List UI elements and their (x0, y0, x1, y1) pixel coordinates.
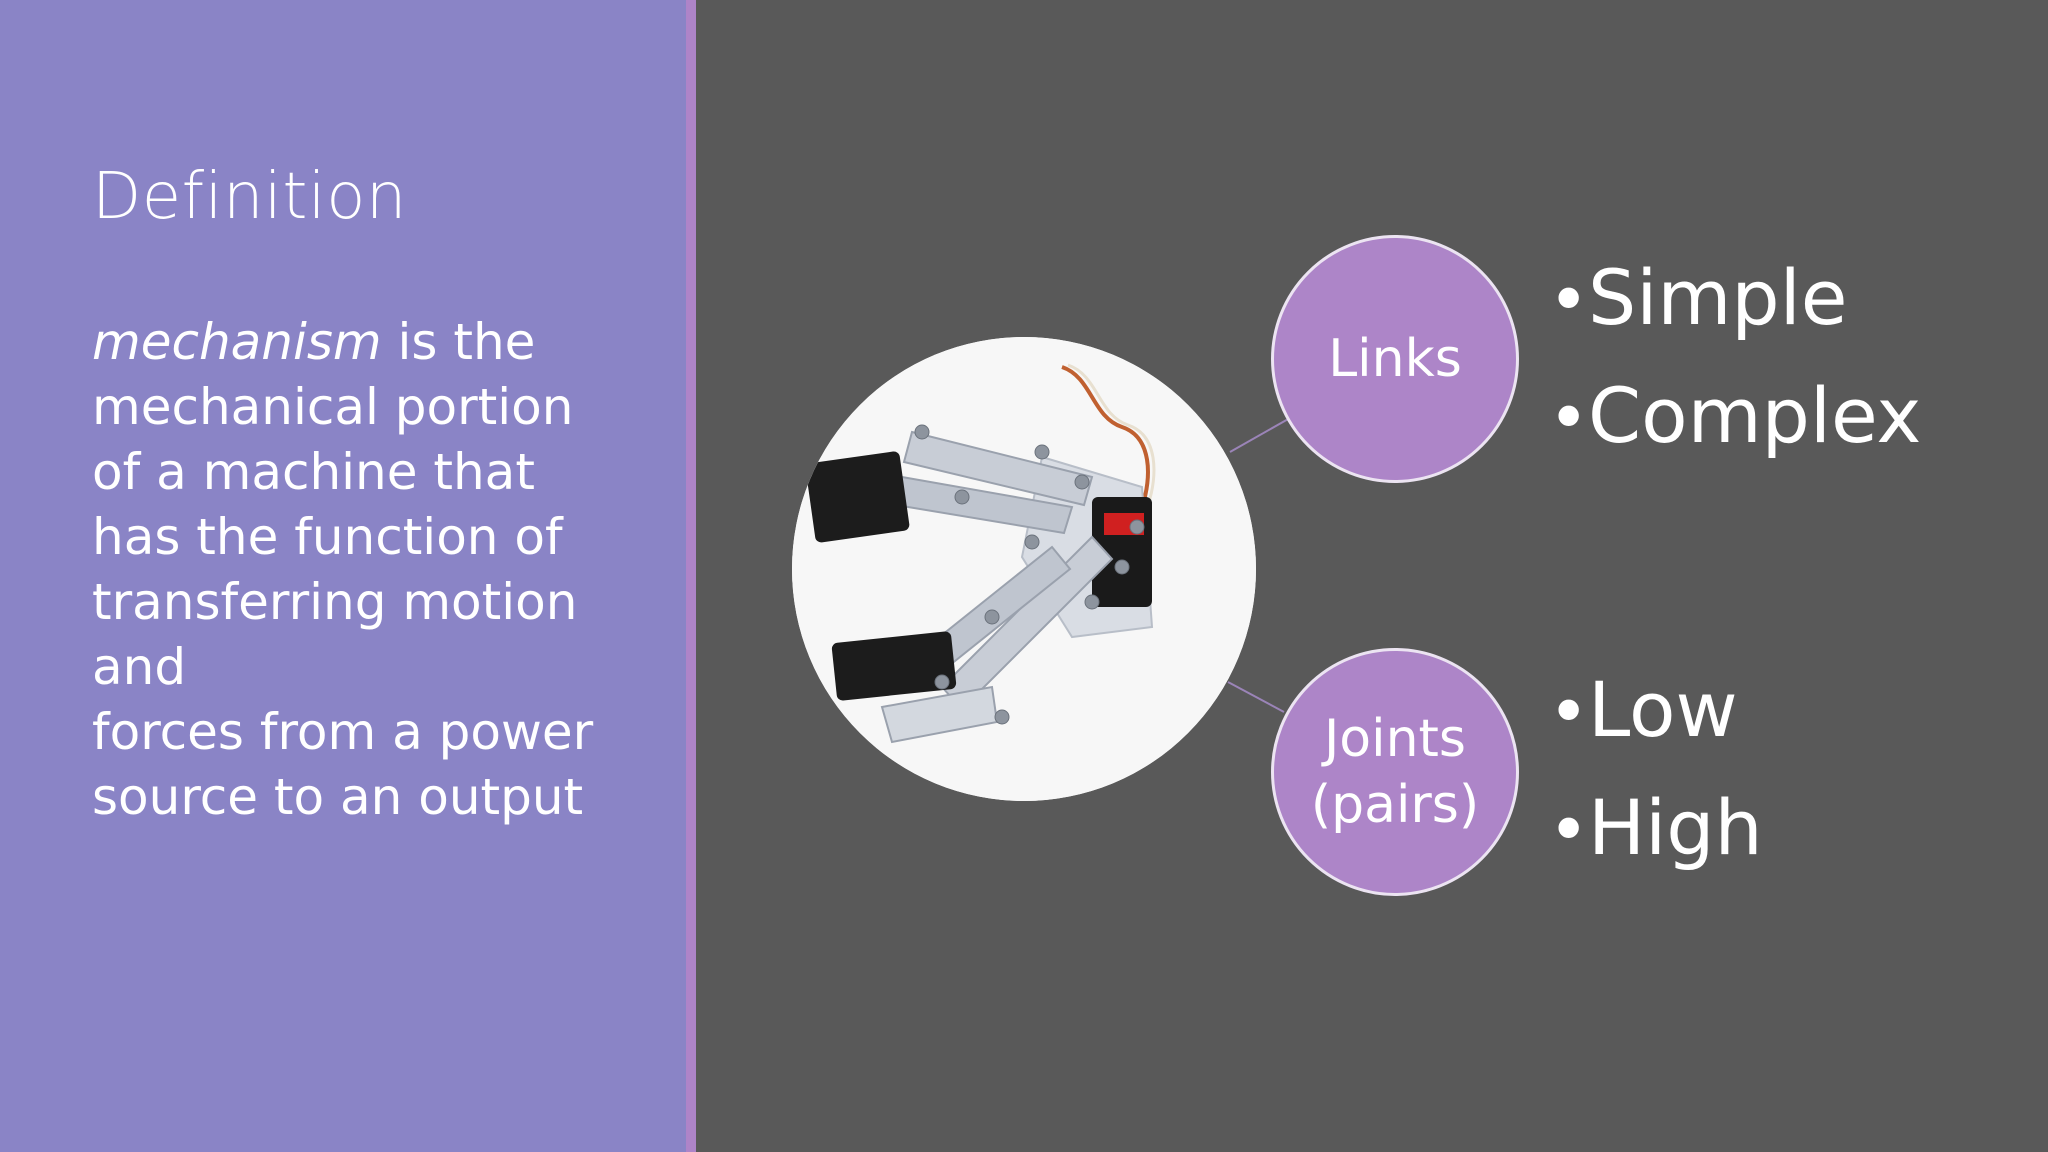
bullet-icon: • (1548, 789, 1590, 871)
connector-joints (1227, 681, 1285, 713)
definition-line: source to an output (92, 768, 584, 826)
robotic-gripper-icon (792, 337, 1256, 801)
links-bullet-list: •Simple •Complex (1548, 240, 1921, 476)
list-item: •Simple (1548, 240, 1921, 358)
slide-title: Definition (92, 160, 407, 234)
definition-term: mechanism (92, 313, 382, 371)
list-item: •Low (1548, 652, 1763, 770)
bullet-icon: • (1548, 377, 1590, 459)
bullet-icon: • (1548, 671, 1590, 753)
list-item: •Complex (1548, 358, 1921, 476)
bullet-icon: • (1548, 259, 1590, 341)
node-label-line: Links (1328, 329, 1462, 389)
definition-line: transferring motion (92, 573, 578, 631)
list-item-text: High (1588, 783, 1763, 872)
list-item-text: Simple (1588, 253, 1848, 342)
definition-line: forces from a power (92, 703, 594, 761)
node-label: Links (1328, 326, 1462, 392)
node-links: Links (1271, 235, 1519, 483)
definition-line: mechanical portion (92, 378, 574, 436)
joints-bullet-list: •Low •High (1548, 652, 1763, 888)
robotic-gripper-photo (792, 337, 1256, 801)
definition-line: mechanism is the (92, 310, 662, 375)
node-label: Joints (pairs) (1311, 706, 1479, 838)
definition-text: mechanism is the mechanical portion of a… (92, 310, 662, 830)
left-accent-bar (686, 0, 696, 1152)
node-joints: Joints (pairs) (1271, 648, 1519, 896)
list-item-text: Low (1588, 665, 1738, 754)
definition-line: of a machine that (92, 443, 535, 501)
definition-line-rest: is the (381, 313, 536, 371)
list-item-text: Complex (1588, 371, 1922, 460)
definition-line: has the function of (92, 508, 563, 566)
node-label-line: Joints (1323, 709, 1467, 769)
node-label-line: (pairs) (1310, 775, 1480, 835)
connector-links (1229, 417, 1291, 453)
definition-line: and (92, 638, 187, 696)
left-panel (0, 0, 686, 1152)
list-item: •High (1548, 770, 1763, 888)
